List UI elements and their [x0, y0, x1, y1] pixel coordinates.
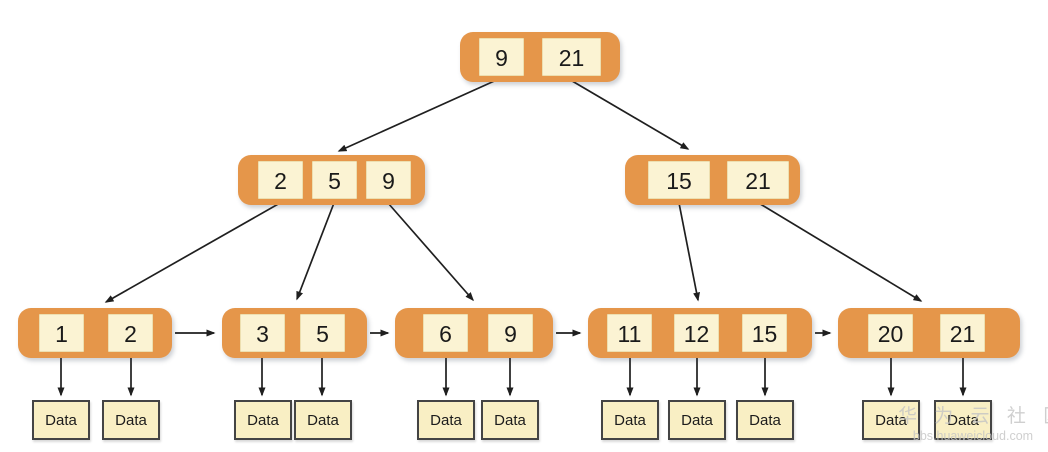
- edge-ir21-to-leaf5: [756, 201, 923, 302]
- data-box: Data: [601, 400, 659, 440]
- key-cell: 2: [108, 314, 153, 352]
- key-cell: 9: [488, 314, 533, 352]
- key-cell: 15: [648, 161, 710, 199]
- key-cell: 9: [366, 161, 411, 199]
- data-box-label: Data: [875, 411, 907, 429]
- data-box-label: Data: [247, 411, 279, 429]
- node-leaf-4: 11 12 15: [588, 308, 812, 358]
- key-cell: 20: [868, 314, 913, 352]
- data-box-label: Data: [749, 411, 781, 429]
- data-box: Data: [481, 400, 539, 440]
- data-box-label: Data: [947, 411, 979, 429]
- data-box-label: Data: [307, 411, 339, 429]
- key-cell: 21: [727, 161, 789, 199]
- data-box: Data: [736, 400, 794, 440]
- data-box: Data: [102, 400, 160, 440]
- edge-root21-to-internal-right: [566, 77, 690, 150]
- key-cell: 15: [742, 314, 787, 352]
- data-box: Data: [417, 400, 475, 440]
- edge-ir15-to-leaf4: [678, 202, 700, 302]
- edge-root9-to-internal-left: [337, 77, 502, 152]
- key-cell: 2: [258, 161, 303, 199]
- data-box: Data: [294, 400, 352, 440]
- data-box-label: Data: [614, 411, 646, 429]
- data-box-label: Data: [681, 411, 713, 429]
- key-cell: 21: [940, 314, 985, 352]
- data-box: Data: [934, 400, 992, 440]
- edge-il5-to-leaf2: [296, 202, 335, 301]
- key-cell: 6: [423, 314, 468, 352]
- data-box: Data: [668, 400, 726, 440]
- data-box-label: Data: [494, 411, 526, 429]
- node-internal-right: 15 21: [625, 155, 800, 205]
- node-leaf-5: 20 21: [838, 308, 1020, 358]
- node-leaf-2: 3 5: [222, 308, 367, 358]
- key-cell: 5: [312, 161, 357, 199]
- data-box: Data: [862, 400, 920, 440]
- data-box: Data: [234, 400, 292, 440]
- key-cell: 5: [300, 314, 345, 352]
- key-cell: 3: [240, 314, 285, 352]
- data-box-label: Data: [430, 411, 462, 429]
- key-cell: 1: [39, 314, 84, 352]
- node-leaf-1: 1 2: [18, 308, 172, 358]
- key-cell: 12: [674, 314, 719, 352]
- edge-il9-to-leaf3: [387, 202, 474, 302]
- data-box-label: Data: [115, 411, 147, 429]
- data-box: Data: [32, 400, 90, 440]
- key-cell: 21: [542, 38, 601, 76]
- node-root: 9 21: [460, 32, 620, 82]
- key-cell: 11: [607, 314, 652, 352]
- edge-il2-to-leaf1: [104, 202, 281, 303]
- node-leaf-3: 6 9: [395, 308, 553, 358]
- data-box-label: Data: [45, 411, 77, 429]
- node-internal-left: 2 5 9: [238, 155, 425, 205]
- key-cell: 9: [479, 38, 524, 76]
